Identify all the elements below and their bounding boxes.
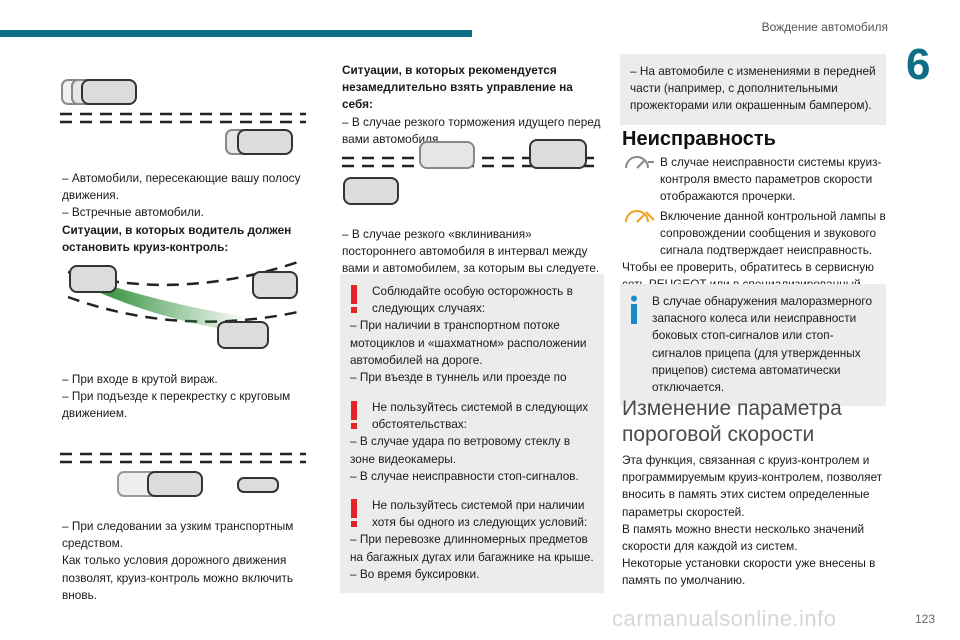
warning-box-do-not-use: Не пользуйтесь системой в следующих обст… <box>340 390 604 496</box>
figure-crossing-cars <box>58 72 308 162</box>
warning-exclamation-icon <box>351 285 357 313</box>
heading-stop-cruise: Ситуации, в которых водитель должен оста… <box>62 222 292 254</box>
figure-braking <box>340 136 602 216</box>
watermark: carmanualsonline.info <box>612 606 837 631</box>
fault-text-dashes: В случае неисправности системы круиз-кон… <box>660 155 882 204</box>
threshold-paragraph: Некоторые установки скорости уже внесены… <box>622 556 876 588</box>
top-accent-bar <box>0 30 472 37</box>
threshold-paragraph: Эта функция, связанная с круиз-контролем… <box>622 453 883 519</box>
info-icon <box>631 295 637 324</box>
warning-box-conditions: Не пользуйтесь системой при наличии хотя… <box>340 488 604 594</box>
faults-heading: Неисправность <box>622 128 776 150</box>
list-item: – При подъезде к перекрестку с круговым … <box>62 389 291 421</box>
list-item: – В случае резкого торможения идущего пе… <box>342 114 601 146</box>
car-icon <box>69 265 298 349</box>
section-title: Вождение автомобиля <box>761 20 888 34</box>
warning-exclamation-icon <box>351 499 357 527</box>
figure-sharp-bend <box>58 252 308 362</box>
warning-exclamation-icon <box>351 401 357 429</box>
list-item: – В случае неисправности стоп-сигналов. <box>350 468 579 483</box>
warning-intro: Соблюдайте особую осторожность в следующ… <box>372 284 573 316</box>
info-box-auto-off: В случае обнаружения малоразмерного запа… <box>620 284 886 407</box>
warning-intro: Не пользуйтесь системой при наличии хотя… <box>372 498 588 530</box>
list-item: – При входе в крутой вираж. <box>62 372 218 386</box>
fault-text-lamp: Включение данной контрольной лампы в соп… <box>660 208 886 258</box>
cruise-control-icon <box>625 156 654 169</box>
car-icon <box>343 139 587 205</box>
note-box-front-modification: – На автомобиле с изменениями в передней… <box>620 54 886 125</box>
list-item: – Во время буксировки. <box>350 566 480 581</box>
figure-narrow-vehicle <box>58 448 308 508</box>
note-text: – На автомобиле с изменениями в передней… <box>630 64 876 113</box>
resume-text: Как только условия дорожного движения по… <box>62 553 294 602</box>
list-item: – В случае резкого «вклинивания» посторо… <box>342 227 600 276</box>
list-item: – Встречные автомобили. <box>62 205 204 220</box>
chapter-number: 6 <box>906 40 931 89</box>
warning-intro: Не пользуйтесь системой в следующих обст… <box>372 400 589 432</box>
list-item: – В случае удара по ветровому стеклу в з… <box>350 434 571 466</box>
list-item: – При перевозке длинномерных предметов н… <box>350 532 594 564</box>
list-item: – При наличии в транспортном потоке мото… <box>350 318 587 367</box>
list-item: – При следовании за узким транспортным с… <box>62 519 294 551</box>
car-icon <box>117 471 279 497</box>
threshold-heading: Изменение параметра пороговой скорости <box>622 397 842 446</box>
page-number: 123 <box>915 612 936 626</box>
threshold-paragraph: В память можно внести несколько значений… <box>622 521 865 554</box>
car-icon <box>61 79 293 155</box>
list-item: – Автомобили, пересекающие вашу полосу д… <box>62 171 301 203</box>
info-text: В случае обнаружения малоразмерного запа… <box>652 294 873 395</box>
cruise-fault-icon <box>625 209 655 223</box>
heading-take-control: Ситуации, в которых рекомендуется незаме… <box>342 63 573 112</box>
